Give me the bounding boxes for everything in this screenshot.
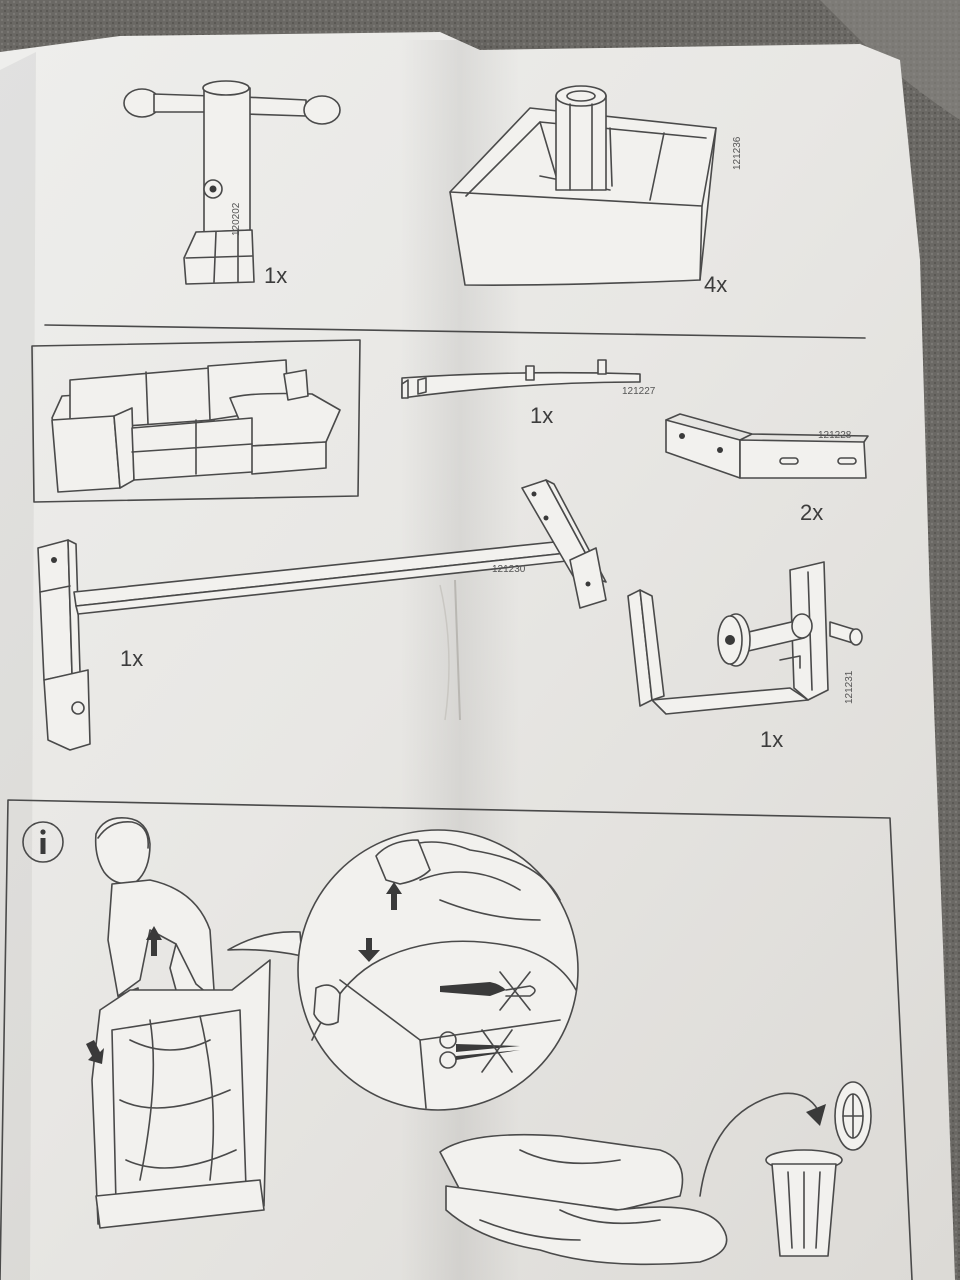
part-120202-code: 120202 [231,202,242,236]
part-121227-illustration [401,359,641,399]
part-120202-qty: 1x [264,263,287,288]
discarded-packaging-illustration [439,1092,826,1266]
section-divider [44,324,866,339]
unpacking-info-panel [0,799,913,1280]
zoom-detail-illustration [227,829,579,1111]
part-121228-qty: 2x [800,500,823,525]
no-knife-icon [440,971,536,1011]
part-121236-illustration [449,85,717,286]
part-121230-code: 121230 [492,564,526,575]
part-121231-code: 121231 [844,670,855,704]
trash-bin-icon [765,1081,872,1257]
no-scissors-icon [439,1029,520,1073]
part-121231-illustration [627,561,863,715]
part-121227-code: 121227 [622,386,656,397]
part-121231-qty: 1x [760,727,783,752]
part-121228-illustration [665,413,869,479]
part-120202-illustration [123,80,341,285]
part-121228-code: 121228 [818,430,852,441]
part-121230-qty: 1x [120,646,143,671]
info-icon [22,821,64,863]
part-121236-code: 121236 [732,136,743,170]
sofa-illustration [31,339,361,503]
part-121230-illustration [37,479,607,751]
part-121227-qty: 1x [530,403,553,428]
person-unpacking-illustration [86,817,271,1229]
part-121236-qty: 4x [704,272,727,297]
